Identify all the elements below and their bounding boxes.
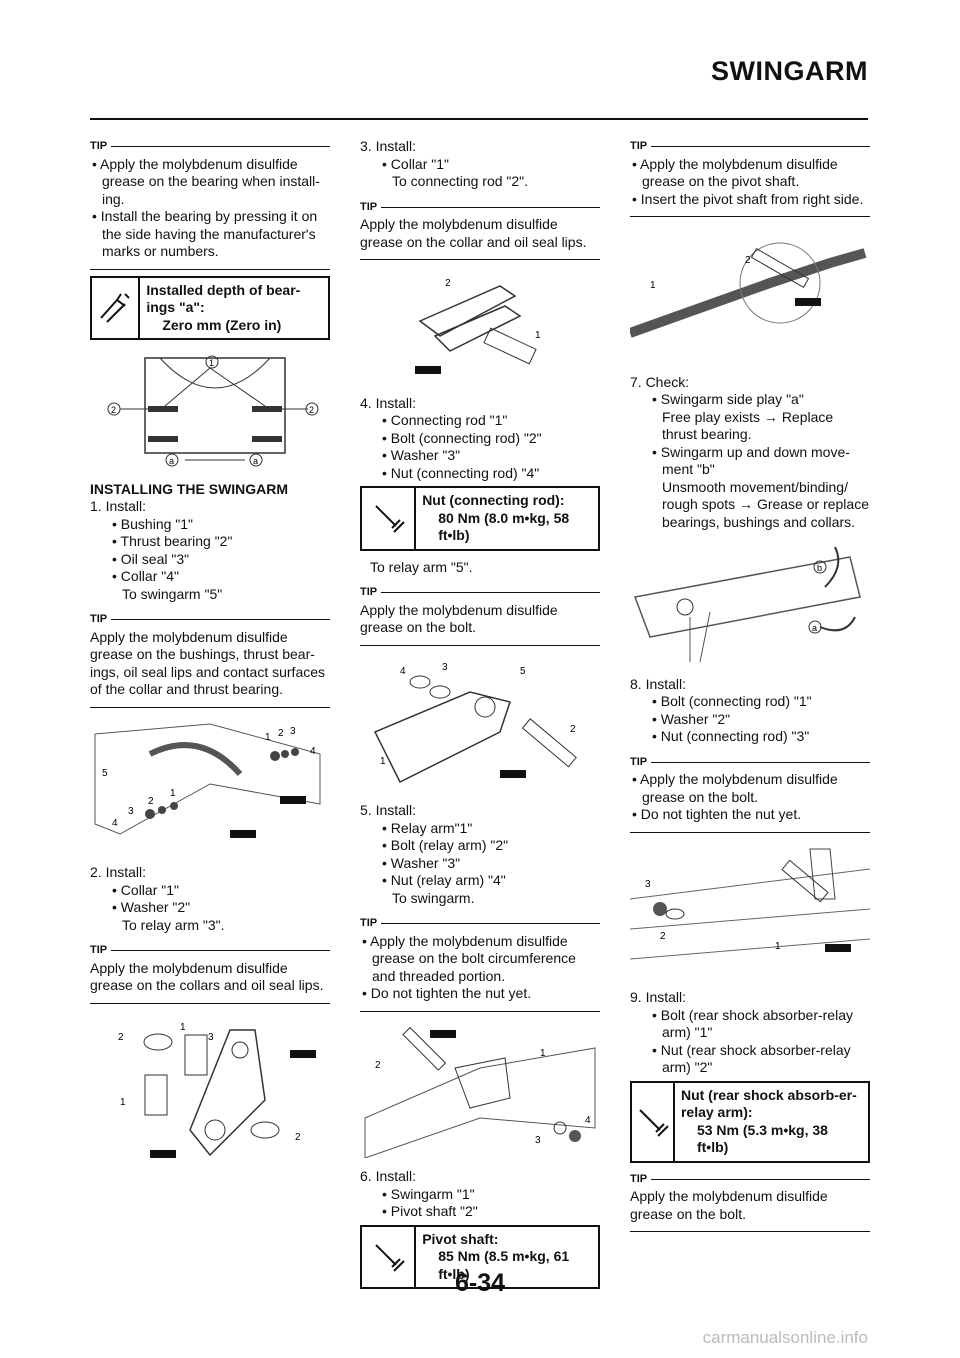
- relay-arm-diagram: 4 3 5 2 1: [360, 652, 600, 797]
- connecting-rod-bolt-diagram: 3 2 1: [629, 839, 871, 984]
- column-1: TIP • Apply the molybdenum disulfide gre…: [90, 138, 330, 1180]
- tip-box: TIP • Apply the molybdenum disulfide gre…: [360, 915, 600, 1012]
- section-heading: INSTALLING THE SWINGARM: [90, 480, 289, 497]
- svg-text:2: 2: [118, 1032, 124, 1043]
- watermark: carmanualsonline.info: [702, 1328, 868, 1347]
- tip-bullet: • Install the bearing by pressing it on …: [92, 208, 318, 259]
- svg-text:a: a: [169, 456, 174, 466]
- svg-text:5: 5: [520, 666, 526, 677]
- svg-text:1: 1: [775, 941, 781, 952]
- tip-label: TIP: [90, 140, 108, 152]
- svg-text:3: 3: [208, 1032, 214, 1043]
- header-divider: [90, 118, 868, 120]
- svg-text:4: 4: [112, 818, 118, 829]
- torque-wrench-icon: [632, 1082, 675, 1161]
- svg-text:3: 3: [290, 726, 296, 737]
- step-3: 3. Install: • Collar "1" To connecting r…: [360, 138, 529, 189]
- svg-text:1: 1: [170, 788, 176, 799]
- svg-text:1: 1: [180, 1022, 186, 1033]
- svg-text:a: a: [812, 623, 817, 633]
- tip-bullet: • Apply the molybdenum disulfide grease …: [92, 155, 320, 207]
- step-note: To relay arm "5".: [370, 558, 473, 575]
- tip-box: TIP Apply the molybdenum disulfide greas…: [630, 1171, 870, 1232]
- tip-box: TIP Apply the molybdenum disulfide greas…: [360, 584, 600, 646]
- svg-text:b: b: [817, 563, 822, 573]
- svg-text:2: 2: [375, 1060, 381, 1071]
- svg-text:4: 4: [310, 746, 316, 757]
- tip-box: TIP • Apply the molybdenum disulfide gre…: [630, 138, 870, 217]
- page-number: 6-34: [454, 1269, 506, 1297]
- step-7: 7. Check: • Swingarm side play "a" Free …: [630, 373, 869, 530]
- step-8: 8. Install: • Bolt (connecting rod) "1" …: [630, 675, 812, 745]
- tip-box: TIP • Apply the molybdenum disulfide gre…: [630, 754, 870, 833]
- svg-text:1: 1: [650, 280, 656, 291]
- svg-text:2: 2: [570, 724, 576, 735]
- relay-arm-install-diagram: 2 1 3 4: [360, 1018, 600, 1163]
- svg-text:3: 3: [535, 1135, 541, 1146]
- torque-spec-box: Pivot shaft:85 Nm (8.5 m•kg, 61 ft•lb): [360, 1224, 600, 1289]
- svg-text:2: 2: [295, 1132, 301, 1143]
- tip-box: TIP Apply the molybdenum disulfide greas…: [360, 199, 600, 260]
- torque-spec-box: Nut (rear shock absorb-er-relay arm):53 …: [630, 1080, 870, 1163]
- svg-text:1: 1: [209, 358, 214, 368]
- svg-text:a: a: [253, 456, 258, 466]
- bearing-depth-diagram: 1 2 2 a a: [90, 348, 330, 475]
- spec-value: Zero mm (Zero in): [162, 316, 282, 333]
- svg-text:1: 1: [535, 330, 541, 341]
- step-9: 9. Install: • Bolt (rear shock absorber-…: [630, 989, 853, 1075]
- torque-spec-box: Nut (connecting rod):80 Nm (8.0 m•kg, 58…: [360, 486, 600, 551]
- step-2: 2. Install: • Collar "1" • Washer "2" To…: [90, 864, 225, 933]
- svg-text:2: 2: [309, 405, 314, 415]
- spec-box: Installed depth of bear-ings "a":Zero mm…: [90, 275, 330, 340]
- svg-text:1: 1: [120, 1097, 126, 1108]
- page-title: SWINGARM: [711, 56, 868, 86]
- svg-text:2: 2: [445, 278, 451, 289]
- svg-text:1: 1: [540, 1048, 546, 1059]
- torque-wrench-icon: [362, 1226, 417, 1287]
- svg-text:3: 3: [645, 879, 651, 890]
- step-1: 1. Install: • Bushing "1" • Thrust beari…: [90, 498, 233, 602]
- svg-text:4: 4: [585, 1115, 591, 1126]
- depth-gauge-icon: [92, 277, 141, 338]
- svg-text:2: 2: [111, 405, 116, 415]
- tip-box: TIP Apply the molybdenum disulfide greas…: [90, 611, 330, 708]
- svg-text:1: 1: [265, 732, 271, 743]
- spec-title: Installed depth of bear-ings "a":: [146, 281, 301, 316]
- svg-text:2: 2: [660, 931, 666, 942]
- svg-text:3: 3: [128, 806, 134, 817]
- svg-text:2: 2: [745, 255, 751, 266]
- step-4: 4. Install: • Connecting rod "1" • Bolt …: [360, 394, 542, 481]
- svg-text:5: 5: [102, 768, 108, 779]
- column-2: 3. Install: • Collar "1" To connecting r…: [360, 138, 600, 1297]
- step-5: 5. Install: • Relay arm"1" • Bolt (relay…: [360, 802, 509, 906]
- svg-text:2: 2: [148, 796, 154, 807]
- svg-text:4: 4: [400, 666, 406, 677]
- tip-box: TIP • Apply the molybdenum disulfide gre…: [90, 138, 330, 270]
- svg-text:2: 2: [278, 728, 284, 739]
- column-3: TIP • Apply the molybdenum disulfide gre…: [628, 138, 871, 1238]
- tip-box: TIP Apply the molybdenum disulfide greas…: [90, 942, 330, 1004]
- svg-text:1: 1: [380, 756, 386, 767]
- swingarm-play-check-diagram: b a: [630, 537, 870, 670]
- relay-arm-collar-diagram: 2 1 3 1 2: [90, 1010, 330, 1175]
- torque-wrench-icon: [362, 488, 417, 549]
- step-6: 6. Install: • Swingarm "1" • Pivot shaft…: [360, 1168, 478, 1219]
- svg-text:3: 3: [442, 662, 448, 673]
